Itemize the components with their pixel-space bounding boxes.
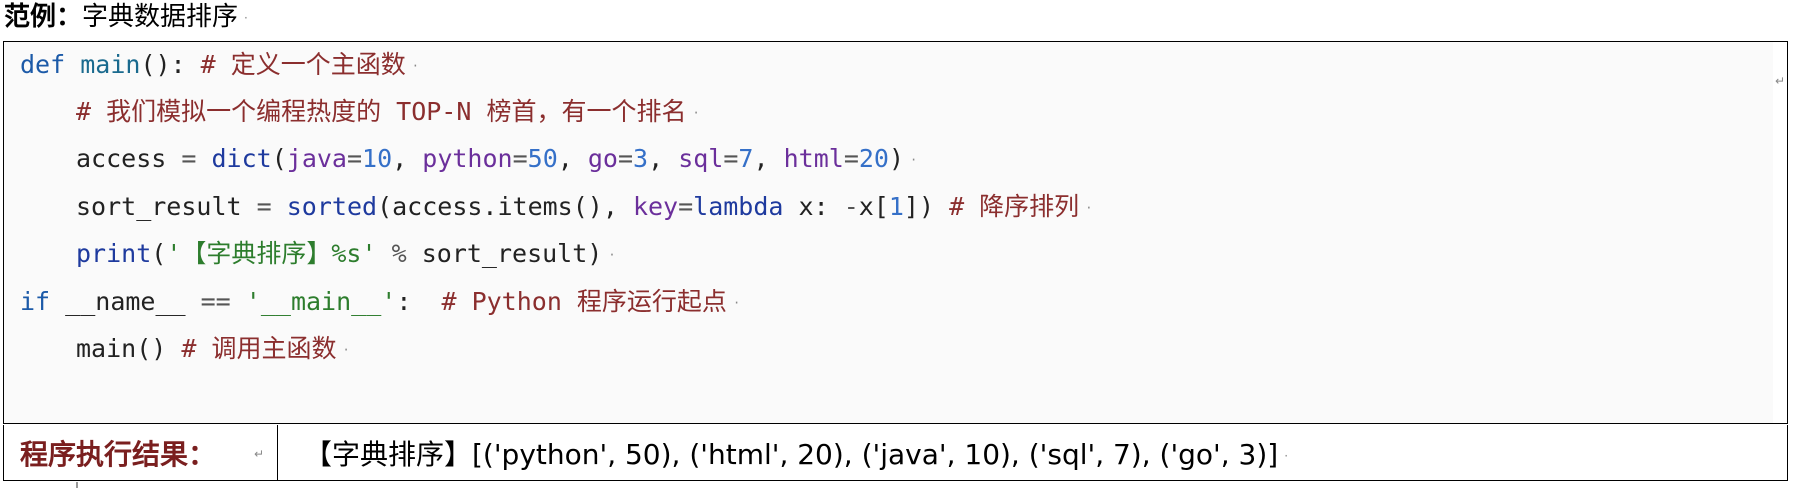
- code-token: # 我们模拟一个编程热度的 TOP-N 榜首，有一个排名: [76, 97, 687, 126]
- code-token: ,: [753, 144, 784, 173]
- code-token: key: [632, 192, 679, 221]
- code-line: # 我们模拟一个编程热度的 TOP-N 榜首，有一个排名 ·: [76, 92, 700, 132]
- code-token: lambda: [693, 192, 784, 221]
- result-label-cell: 程序执行结果： ↵: [4, 425, 278, 480]
- code-line: access = dict(java=10, python=50, go=3, …: [76, 139, 917, 179]
- code-token: 7: [738, 144, 754, 173]
- paragraph-mark: ·: [1284, 449, 1289, 463]
- code-token: ]): [903, 192, 950, 221]
- code-token: # 调用主函数: [181, 334, 337, 363]
- code-token: ():: [140, 50, 201, 79]
- code-token: main(): [76, 334, 182, 363]
- paragraph-mark: ↵: [1774, 74, 1785, 88]
- code-token: python: [422, 144, 513, 173]
- paragraph-mark: ↵: [254, 447, 265, 461]
- code-token: ,: [392, 144, 423, 173]
- code-token: :: [396, 287, 442, 316]
- code-token: =: [256, 192, 272, 221]
- code-token: =: [678, 192, 694, 221]
- code-token: (access.items(),: [377, 192, 633, 221]
- code-token: =: [512, 144, 528, 173]
- code-token: html: [783, 144, 844, 173]
- result-value: 【字典排序】[('python', 50), ('html', 20), ('j…: [304, 433, 1288, 473]
- title-prefix: 范例：: [4, 2, 83, 32]
- code-token: print: [76, 239, 152, 268]
- result-row: 程序执行结果： ↵ 【字典排序】[('python', 50), ('html'…: [3, 425, 1788, 481]
- paragraph-mark: ·: [910, 153, 918, 167]
- code-block: def main(): # 定义一个主函数· # 我们模拟一个编程热度的 TOP…: [3, 41, 1788, 424]
- code-token: =: [723, 144, 739, 173]
- code-token: =: [346, 144, 363, 173]
- code-token: go: [587, 144, 618, 173]
- code-token: 1: [888, 192, 904, 221]
- code-token: [272, 192, 287, 221]
- code-token: 20: [858, 144, 889, 173]
- code-background: def main(): # 定义一个主函数· # 我们模拟一个编程热度的 TOP…: [4, 42, 1773, 423]
- code-token: ==: [200, 287, 231, 316]
- code-line: main() # 调用主函数 ·: [76, 329, 350, 369]
- code-line: if __name__ == '__main__': # Python 程序运行…: [20, 282, 740, 322]
- code-token: 50: [527, 144, 558, 173]
- paragraph-mark: ·: [732, 296, 741, 310]
- code-token: sorted: [286, 192, 378, 221]
- code-token: =: [617, 144, 634, 173]
- paragraph-mark: ·: [411, 59, 419, 73]
- code-token: (: [151, 239, 167, 268]
- code-token: if: [20, 287, 51, 316]
- code-token: =: [181, 144, 197, 173]
- result-label: 程序执行结果：: [20, 438, 217, 471]
- code-token: ,: [648, 144, 679, 173]
- code-line: print('【字典排序】%s' % sort_result) ·: [76, 234, 616, 274]
- code-token: main: [80, 50, 141, 79]
- paragraph-mark: ·: [692, 106, 700, 120]
- code-token: sql: [678, 144, 724, 173]
- code-token: java: [286, 144, 347, 173]
- code-token: [196, 144, 211, 173]
- code-token: # 定义一个主函数: [200, 50, 406, 79]
- code-token: access: [76, 144, 182, 173]
- page-title: 范例：字典数据排序 ·: [4, 0, 248, 34]
- code-token: # 降序排列: [949, 192, 1080, 221]
- code-token: [231, 287, 246, 316]
- paragraph-mark: ·: [342, 343, 350, 357]
- code-token: '【字典排序】%s': [166, 239, 377, 268]
- code-token: x:: [783, 192, 844, 221]
- code-token: '__main__': [245, 287, 397, 316]
- code-token: ,: [557, 144, 588, 173]
- paragraph-mark: ·: [1085, 201, 1093, 215]
- code-token: ): [888, 144, 905, 173]
- code-token: sort_result): [406, 239, 603, 268]
- code-token: x[: [858, 192, 889, 221]
- code-token: sort_result: [76, 192, 257, 221]
- title-text: 字典数据排序: [82, 2, 239, 32]
- paragraph-mark: ·: [244, 10, 248, 25]
- code-token: [65, 50, 80, 79]
- result-text: 【字典排序】[('python', 50), ('html', 20), ('j…: [304, 438, 1279, 471]
- code-token: 3: [633, 144, 649, 173]
- code-token: 10: [362, 144, 393, 173]
- code-token: dict: [211, 144, 272, 173]
- code-token: [377, 239, 392, 268]
- code-token: -: [843, 192, 859, 221]
- code-token: (: [271, 144, 287, 173]
- code-line: sort_result = sorted(access.items(), key…: [76, 187, 1092, 227]
- code-token: =: [843, 144, 859, 173]
- code-token: %: [391, 239, 407, 268]
- code-line: def main(): # 定义一个主函数 ·: [20, 45, 419, 85]
- divider: [76, 482, 78, 488]
- code-token: __name__: [50, 287, 201, 316]
- code-token: def: [20, 50, 66, 79]
- code-token: # Python 程序运行起点: [441, 287, 727, 316]
- paragraph-mark: ·: [608, 248, 616, 262]
